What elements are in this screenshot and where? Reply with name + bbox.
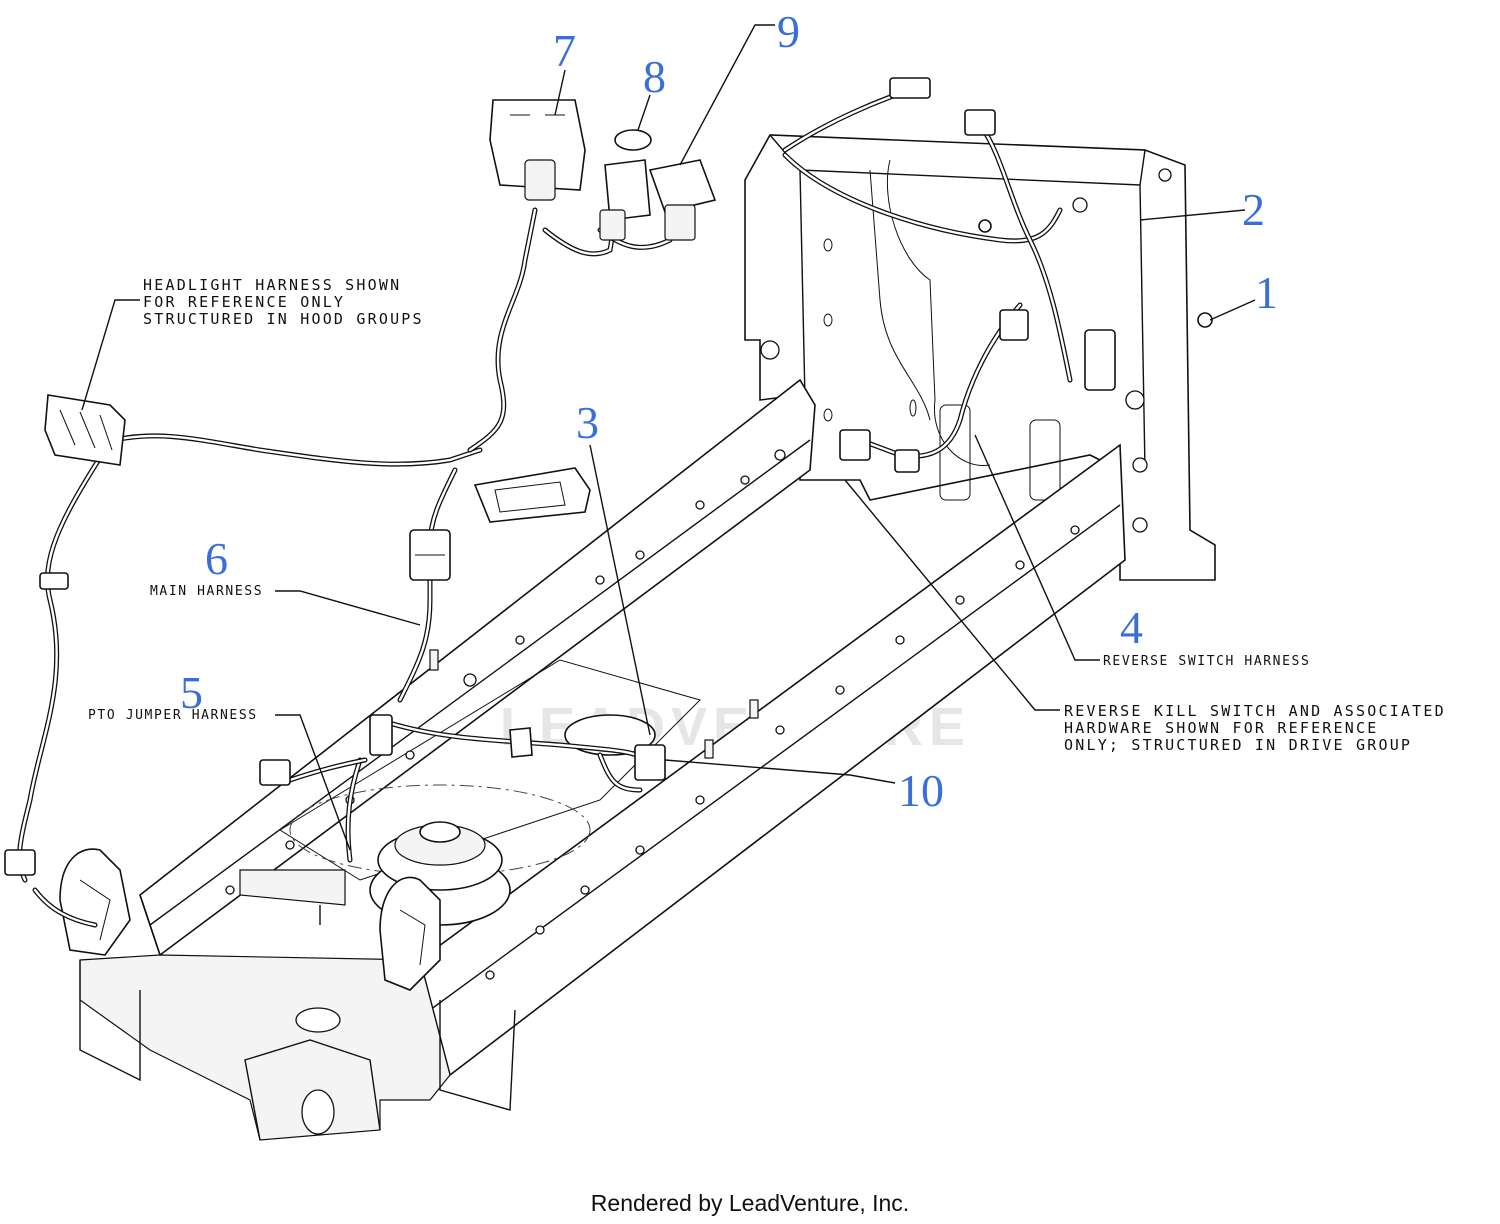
fastener-1 xyxy=(1197,312,1213,328)
note-main-harness: MAIN HARNESS xyxy=(150,584,263,599)
annotation-notes: HEADLIGHT HARNESS SHOWN FOR REFERENCE ON… xyxy=(88,276,1446,754)
connector-9 xyxy=(648,159,717,213)
note-reverse-kill-line2: HARDWARE SHOWN FOR REFERENCE xyxy=(1064,719,1378,737)
callout-8: 8 xyxy=(643,51,666,102)
callout-10: 10 xyxy=(898,765,944,816)
callout-4: 4 xyxy=(1120,602,1143,653)
callout-5: 5 xyxy=(180,667,203,718)
leader-lines xyxy=(81,24,1256,851)
note-headlight-line3: STRUCTURED IN HOOD GROUPS xyxy=(143,310,424,328)
wiring-harness xyxy=(17,87,1073,928)
note-reverse-kill-line3: ONLY; STRUCTURED IN DRIVE GROUP xyxy=(1064,736,1412,754)
connector-10 xyxy=(634,744,666,781)
callout-7: 7 xyxy=(553,25,576,76)
ignition-module-7 xyxy=(489,99,586,191)
note-headlight-line1: HEADLIGHT HARNESS SHOWN xyxy=(143,276,401,294)
callout-9: 9 xyxy=(777,6,800,57)
components xyxy=(4,77,1213,876)
callout-6: 6 xyxy=(205,533,228,584)
main-frame xyxy=(79,378,1126,1141)
rendered-by-footer: Rendered by LeadVenture, Inc. xyxy=(590,1190,910,1216)
headlight-right xyxy=(473,467,591,523)
callout-3: 3 xyxy=(576,397,599,448)
clip-3 xyxy=(509,727,533,758)
front-spindle-brackets xyxy=(59,848,441,991)
note-reverse-kill-line1: REVERSE KILL SWITCH AND ASSOCIATED xyxy=(1064,702,1446,720)
callout-1: 1 xyxy=(1255,267,1278,318)
headlight-left xyxy=(44,394,126,466)
note-reverse-switch: REVERSE SWITCH HARNESS xyxy=(1103,654,1310,669)
callout-2: 2 xyxy=(1242,184,1265,235)
callout-numbers: 1 2 3 4 5 6 7 8 9 10 xyxy=(180,6,1278,816)
note-headlight-line2: FOR REFERENCE ONLY xyxy=(143,293,345,311)
note-pto-jumper: PTO JUMPER HARNESS xyxy=(88,708,258,723)
switch-knob-8 xyxy=(614,129,652,151)
